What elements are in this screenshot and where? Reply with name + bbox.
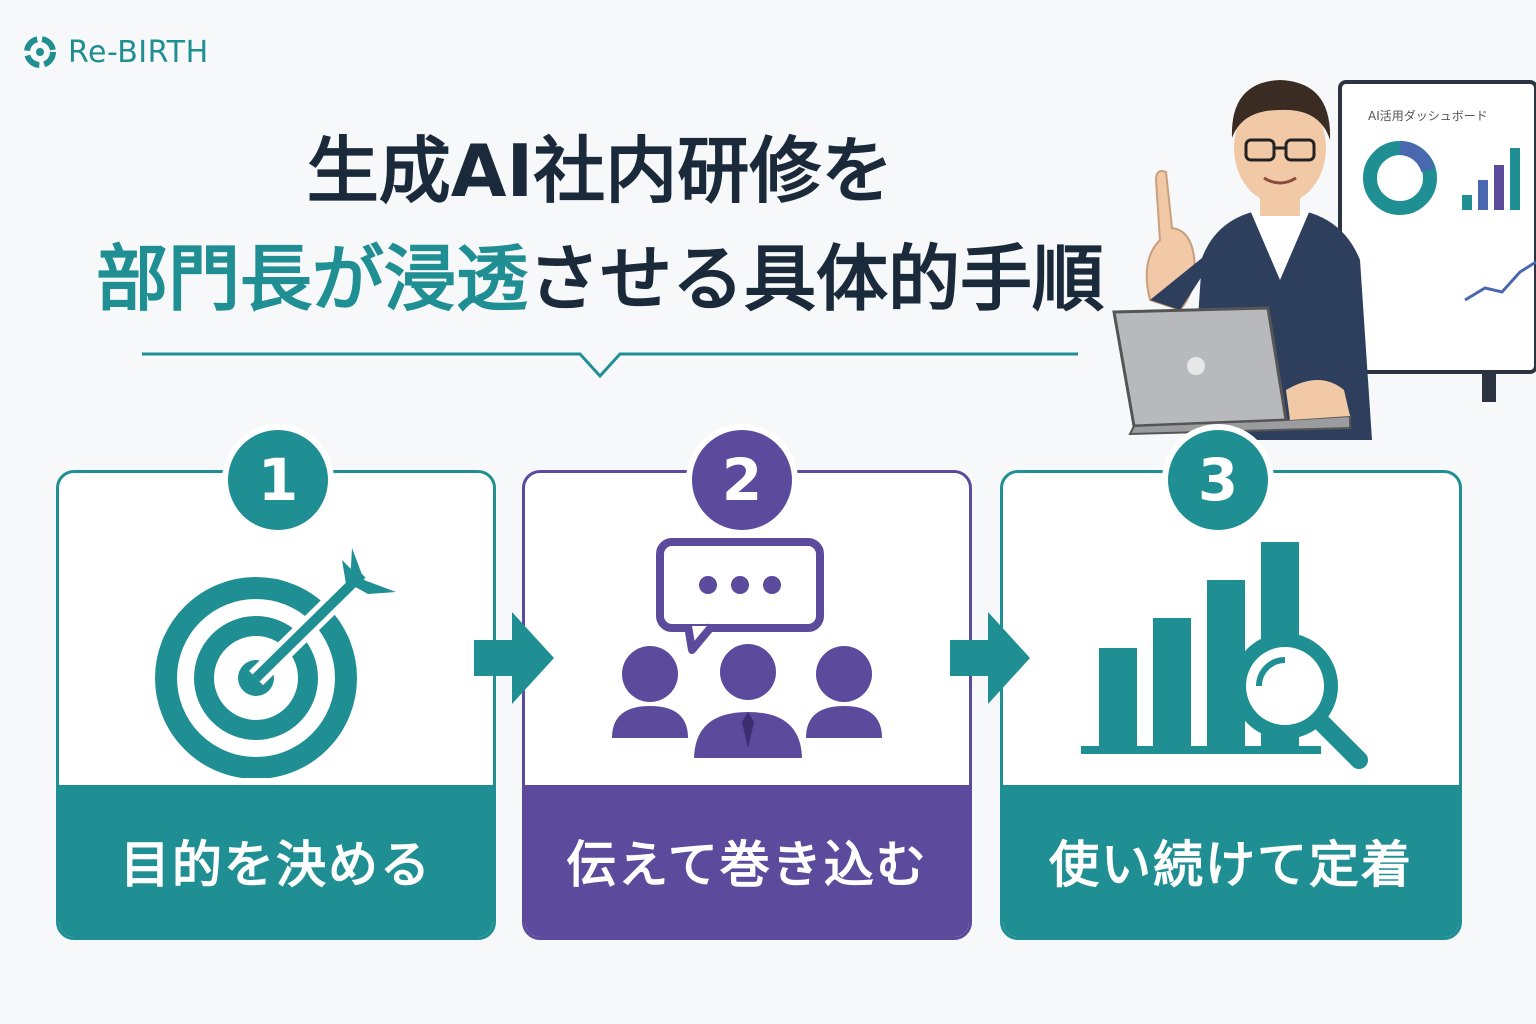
step-number-2: 2 — [686, 424, 798, 536]
page-title-line1: 生成AI社内研修を — [306, 129, 894, 213]
step-card-3: 使い続けて定着 — [1000, 470, 1462, 940]
step-arrow-2-icon — [950, 612, 1030, 704]
step-card-2: 伝えて巻き込む — [522, 470, 972, 940]
step-card-1: 目的を決める — [56, 470, 496, 940]
step-label-3: 使い続けて定着 — [1003, 785, 1459, 937]
title-divider — [142, 352, 1078, 379]
dashboard-label: AI活用ダッシュボード — [1368, 108, 1488, 123]
title-rest: させる具体的手順 — [528, 237, 1105, 321]
step-label-1: 目的を決める — [59, 785, 493, 937]
presenter-illustration: AI活用ダッシュボード — [1112, 80, 1536, 440]
step-arrow-1-icon — [474, 612, 554, 704]
team-chat-icon — [612, 538, 882, 762]
page-title-line2: 部門長が浸透させる具体的手順 — [60, 220, 1140, 325]
re-birth-logo-icon — [24, 36, 56, 68]
chart-search-icon — [1081, 542, 1368, 769]
logo-text: Re-BIRTH — [68, 34, 209, 70]
step-number-3: 3 — [1162, 424, 1274, 536]
dashboard-monitor: AI活用ダッシュボード — [1338, 80, 1536, 402]
title-highlight: 部門長が浸透 — [95, 237, 528, 321]
logo[interactable]: Re-BIRTH — [22, 34, 209, 70]
step-label-2: 伝えて巻き込む — [525, 785, 969, 937]
step-number-1: 1 — [222, 424, 334, 536]
target-icon — [155, 548, 396, 778]
laptop — [1112, 306, 1351, 436]
